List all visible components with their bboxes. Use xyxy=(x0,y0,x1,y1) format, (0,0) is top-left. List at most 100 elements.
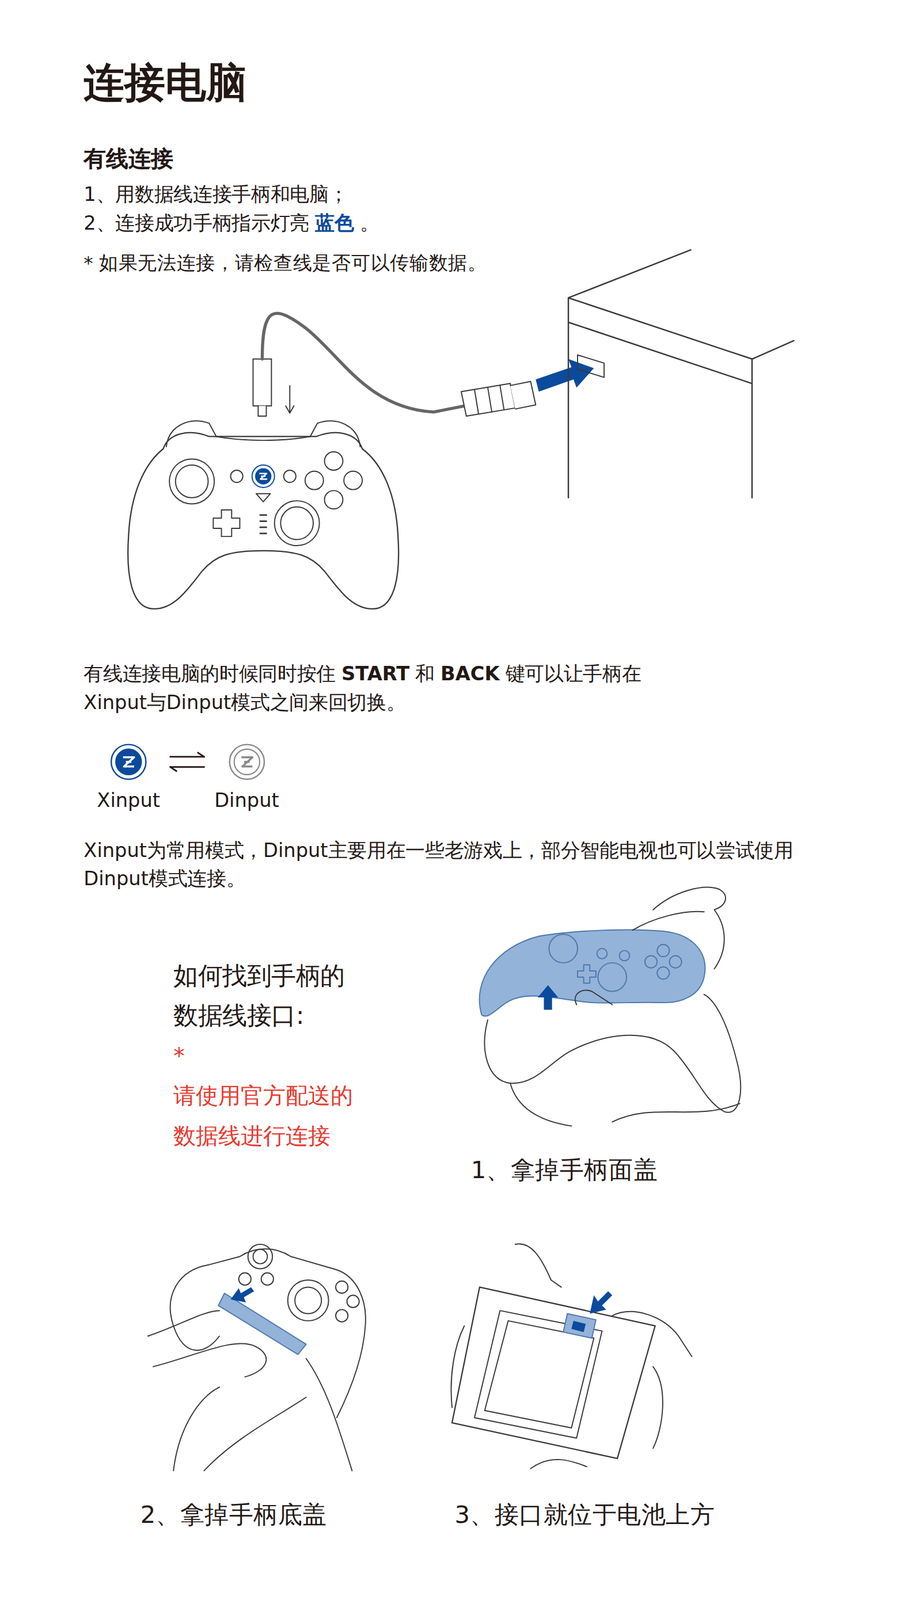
switch-arrow xyxy=(170,753,205,772)
figure-caption-line: 3、接口就位于电池上方 xyxy=(454,1497,715,1533)
bottom-cover xyxy=(218,1293,306,1355)
start-button xyxy=(283,470,296,483)
body-text-line: 有线连接电脑的时候同时按住START和BACK键可以让手柄在Xinput与Din… xyxy=(83,659,686,717)
note-text-line: * 如果无法连接，请检查线是否可以传输数据。 xyxy=(83,248,487,277)
battery-frame xyxy=(474,1311,603,1439)
face-button xyxy=(324,452,344,471)
cover-hole xyxy=(597,948,630,962)
note-text: * 如果无法连接，请检查线是否可以传输数据。 xyxy=(83,252,487,274)
logo-ring xyxy=(111,745,146,780)
step-text: 1、用数据线连接手柄和电脑； xyxy=(83,182,348,205)
hand xyxy=(515,1244,693,1358)
bumper xyxy=(310,420,361,447)
face-cover xyxy=(479,929,706,1017)
figure-caption-line: 2、拿掉手柄底盖 xyxy=(140,1497,328,1533)
mode-icon: Dinput xyxy=(210,741,284,814)
computer-case xyxy=(568,249,795,499)
arrow-stroke xyxy=(198,753,205,758)
body-text: BACK xyxy=(440,662,500,685)
mode-logo xyxy=(108,741,150,783)
cover-hole xyxy=(597,963,627,993)
back-button xyxy=(230,470,243,483)
controller-body xyxy=(170,1249,366,1419)
body-text: START xyxy=(341,662,410,685)
left-stick xyxy=(169,458,215,504)
cable xyxy=(261,313,465,413)
section-question: 如何找到手柄的 数据线接口: xyxy=(173,962,345,1031)
logo-mark xyxy=(123,757,135,767)
usb-port xyxy=(577,355,605,378)
led xyxy=(260,515,267,534)
mode-icon: Xinput xyxy=(92,741,165,814)
section-heading-line: 有线连接 xyxy=(83,142,174,176)
mode-logo xyxy=(226,741,268,783)
right-stick xyxy=(287,1280,329,1322)
page-title: 连接电脑 xyxy=(83,52,248,113)
up-arrow xyxy=(537,985,558,1011)
left-stick xyxy=(175,465,209,499)
logo-mark xyxy=(241,757,253,767)
section-question-line: 如何找到手柄的 数据线接口: xyxy=(173,957,345,1037)
warning-text-line: *请使用官方配送的 数据线进行连接 xyxy=(173,1036,353,1156)
pull-arrow xyxy=(230,1287,254,1304)
warning-text: *请使用官方配送的 数据线进行连接 xyxy=(173,1043,353,1150)
cover-hole xyxy=(548,934,578,964)
usb-c-tip xyxy=(257,405,267,417)
figure-caption: 2、拿掉手柄底盖 xyxy=(140,1501,328,1530)
hand xyxy=(451,1326,663,1470)
arrow-stroke xyxy=(170,767,177,772)
arrow-stroke xyxy=(170,756,205,758)
body-text: 有线连接电脑的时候同时按住 xyxy=(83,662,336,685)
share-button xyxy=(256,494,271,503)
face-button xyxy=(335,1281,360,1323)
insert-arrow xyxy=(285,385,294,414)
plug-arrow xyxy=(535,359,594,393)
mode-label: Xinput xyxy=(96,786,161,814)
logo-disc xyxy=(233,749,260,776)
figure-caption-line: 1、拿掉手柄面盖 xyxy=(471,1152,658,1188)
mode-label: Dinput xyxy=(214,786,280,814)
right-stick xyxy=(280,507,314,541)
cover-hole xyxy=(577,965,596,984)
home-button xyxy=(252,465,275,488)
right-stick xyxy=(274,500,320,546)
controller-body xyxy=(127,433,399,610)
figure-caption: 1、拿掉手柄面盖 xyxy=(471,1156,658,1186)
usb-a-metal xyxy=(510,381,536,410)
right-stick xyxy=(294,1287,322,1315)
arrow-stroke xyxy=(170,766,205,769)
section-heading: 有线连接 xyxy=(83,145,174,172)
battery xyxy=(484,1321,595,1429)
left-stick xyxy=(248,1244,273,1270)
step-text: 2、连接成功手柄指示灯亮 xyxy=(83,211,310,234)
logo-disc xyxy=(115,749,142,776)
step-text-line: 1、用数据线连接手柄和电脑； xyxy=(83,179,348,209)
body-text: 和 xyxy=(415,662,435,685)
step-text: 蓝色 xyxy=(314,211,354,234)
step-text-line: 2、连接成功手柄指示灯亮蓝色。 xyxy=(83,208,379,238)
cover-hole xyxy=(644,944,682,980)
thumb xyxy=(575,990,613,1005)
home-button xyxy=(255,468,272,485)
face-button xyxy=(238,1273,274,1286)
dpad xyxy=(213,510,240,537)
face-button xyxy=(324,490,344,510)
controller-shell xyxy=(452,1287,656,1460)
bumper-bar xyxy=(216,436,311,441)
usb-a-plug xyxy=(461,383,516,417)
step-text: 。 xyxy=(359,211,380,234)
data-port xyxy=(563,1314,596,1339)
hand xyxy=(173,1358,352,1472)
controller-grip xyxy=(484,995,741,1114)
hand xyxy=(147,1311,267,1378)
port-arrow xyxy=(589,1291,613,1315)
figure-caption: 3、接口就位于电池上方 xyxy=(454,1501,715,1530)
home-logo xyxy=(259,473,267,480)
face-button xyxy=(343,471,363,491)
data-port xyxy=(571,1321,586,1333)
face-button xyxy=(305,471,324,491)
hand xyxy=(632,887,726,970)
usb-c-plug xyxy=(252,359,272,407)
body-text: Xinput为常用模式，Dinput主要用在一些老游戏上，部分智能电视也可以尝试… xyxy=(83,838,793,891)
bumper xyxy=(166,420,217,447)
